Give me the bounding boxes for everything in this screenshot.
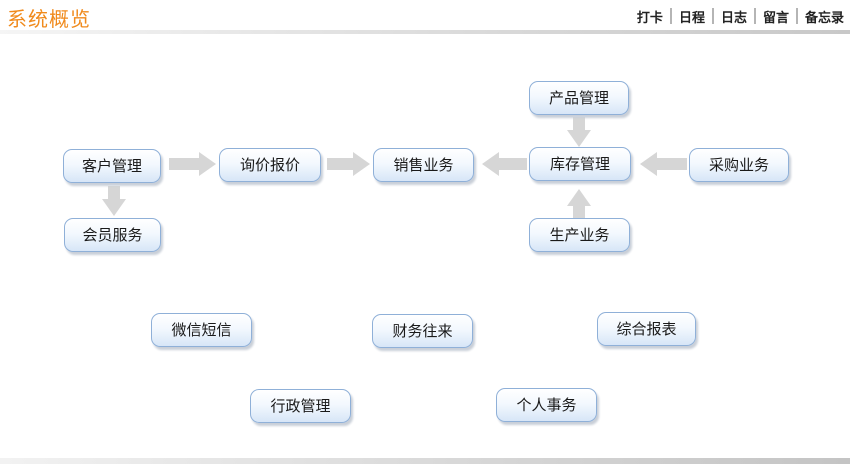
arrow-left-icon [640,152,687,176]
toolbar-divider [753,8,756,24]
node-wechat-sms[interactable]: 微信短信 [151,313,252,347]
node-reports[interactable]: 综合报表 [597,312,696,346]
toolbar-divider [711,8,714,24]
node-admin-mgmt[interactable]: 行政管理 [250,389,351,423]
memo-link[interactable]: 备忘录 [804,10,844,26]
message-link[interactable]: 留言 [762,10,789,26]
toolbar-divider [795,8,798,24]
node-purchase-business[interactable]: 采购业务 [689,148,789,182]
node-customer-mgmt[interactable]: 客户管理 [63,149,161,183]
toolbar-divider [669,8,672,24]
arrow-up-icon [567,189,591,219]
node-inquiry-quote[interactable]: 询价报价 [219,148,321,182]
node-product-mgmt[interactable]: 产品管理 [529,81,629,115]
header: 系统概览 打卡 日程 日志 留言 备忘录 [0,0,850,34]
toolbar: 打卡 日程 日志 留言 备忘录 [636,7,844,26]
arrow-down-icon [567,117,591,147]
footer-divider [0,458,850,464]
node-inventory-mgmt[interactable]: 库存管理 [529,147,631,181]
node-member-service[interactable]: 会员服务 [64,218,161,252]
arrow-right-icon [327,152,370,176]
page-title: 系统概览 [7,7,91,31]
header-divider [0,30,850,34]
punch-link[interactable]: 打卡 [636,10,663,26]
node-finance[interactable]: 财务往来 [372,314,473,348]
arrow-left-icon [482,152,527,176]
node-personal-affairs[interactable]: 个人事务 [496,388,597,422]
log-link[interactable]: 日志 [720,10,747,26]
arrow-down-icon [102,186,126,216]
arrow-right-icon [169,152,216,176]
node-production-business[interactable]: 生产业务 [529,218,630,252]
schedule-link[interactable]: 日程 [678,10,705,26]
node-sales-business[interactable]: 销售业务 [373,148,474,182]
